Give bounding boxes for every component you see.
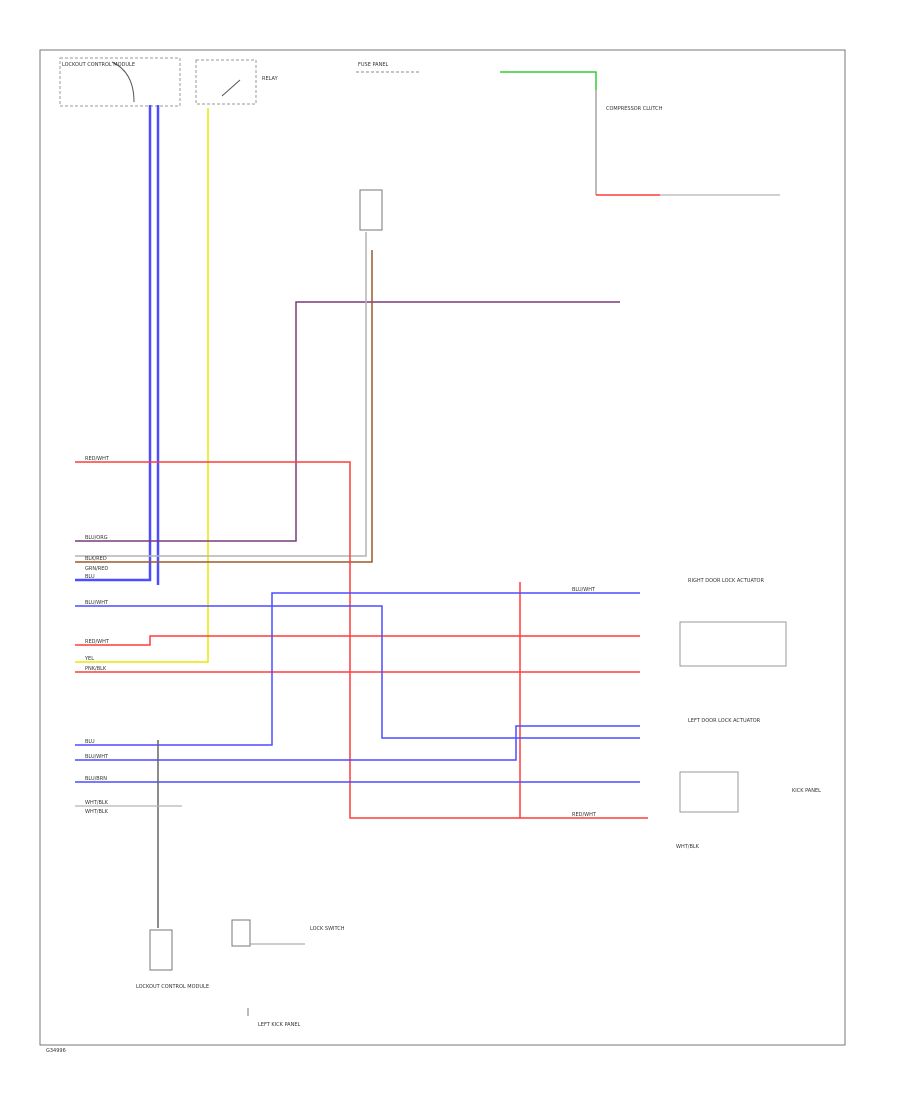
ground-right: KICK PANEL	[792, 788, 821, 794]
bottom-center-switch-label: LOCK SWITCH	[310, 926, 345, 932]
fuse-panel-label: FUSE PANEL	[358, 62, 388, 68]
wire-label: PNK/BLK	[85, 666, 107, 672]
wire-green	[500, 71, 597, 90]
wire-blue-mid	[75, 605, 640, 739]
wire-yellow	[75, 108, 209, 663]
wire-label: BLU	[85, 574, 95, 580]
wire-red-long	[75, 461, 648, 819]
bottom-left-module-label: LOCKOUT CONTROL MODULE	[136, 984, 209, 990]
wire-label: WHT/BLK	[85, 800, 109, 806]
wire-brown	[75, 250, 373, 563]
wire-blue-right	[75, 592, 640, 746]
wire-label: BLU/WHT	[572, 587, 596, 593]
wire-label: BLU/WHT	[85, 600, 109, 606]
wire-purple	[75, 301, 620, 542]
footer-code: G34996	[46, 1048, 66, 1054]
right-door-lock-label: RIGHT DOOR LOCK ACTUATOR	[688, 578, 764, 584]
wire-label: BLK/RED	[85, 556, 107, 562]
wire-label: RED/WHT	[85, 456, 110, 462]
compressor-clutch: COMPRESSOR CLUTCH	[595, 90, 663, 195]
bottom-center-switch: LOCK SWITCH	[231, 919, 345, 947]
wire-gray-fuse	[75, 232, 367, 557]
wire-label: BLU/ORG	[85, 535, 108, 541]
left-door-lock-label: LEFT DOOR LOCK ACTUATOR	[688, 718, 761, 724]
ground-bottom: LEFT KICK PANEL	[247, 1008, 301, 1028]
wire-label: WHT/BLK	[676, 844, 700, 850]
wire-label: RED/WHT	[85, 639, 110, 645]
wire-label: GRN/RED	[85, 566, 108, 572]
top-left-module-label: LOCKOUT CONTROL MODULE	[62, 62, 135, 68]
wire-label: BLU/BRN	[85, 776, 107, 782]
compressor-clutch-label: COMPRESSOR CLUTCH	[606, 106, 663, 112]
wire-blue-lower	[75, 725, 640, 761]
top-relay: RELAY	[195, 59, 279, 105]
wire-label: RED/WHT	[572, 812, 597, 818]
bottom-left-module: LOCKOUT CONTROL MODULE	[136, 929, 209, 990]
wire-label: BLU	[85, 739, 95, 745]
wire-label: BLU/WHT	[85, 754, 109, 760]
ground-bottom-label: LEFT KICK PANEL	[258, 1022, 301, 1028]
fuse-panel: FUSE PANEL	[356, 62, 420, 231]
diagram-border	[39, 49, 846, 1046]
top-relay-label: RELAY	[262, 76, 279, 82]
wire-labels: RED/WHT BLU/ORG BLK/RED GRN/RED BLU BLU/…	[84, 456, 700, 850]
top-left-module: LOCKOUT CONTROL MODULE	[59, 57, 181, 107]
wire-red-mid	[75, 635, 640, 646]
right-relay-upper: RIGHT DOOR LOCK ACTUATOR	[679, 578, 787, 667]
wire-label: WHT/BLK	[85, 809, 109, 815]
wire-blue-vertical	[75, 105, 160, 585]
wire-label: YEL	[84, 656, 94, 662]
ground-right-label: KICK PANEL	[792, 788, 821, 794]
right-relay-lower: LEFT DOOR LOCK ACTUATOR	[679, 718, 761, 813]
